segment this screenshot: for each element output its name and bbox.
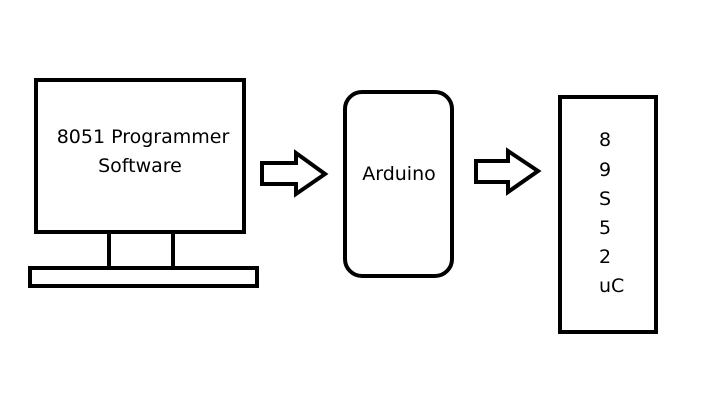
microcontroller: 8 9 S 5 2 uC [558, 95, 658, 334]
monitor-base [28, 266, 259, 288]
arduino-board: Arduino [343, 90, 454, 278]
microcontroller-label-line: S [599, 188, 611, 210]
arduino-label: Arduino [362, 163, 436, 185]
arrow-arduino-to-microcontroller [474, 147, 542, 196]
microcontroller-label-line: 8 [599, 129, 611, 151]
arduino-box [343, 90, 454, 278]
microcontroller-label-line: uC [599, 275, 624, 297]
computer-label-line1: 8051 Programmer [57, 126, 230, 148]
microcontroller-box [558, 95, 658, 334]
microcontroller-label-line: 9 [599, 159, 611, 181]
microcontroller-label-line: 2 [599, 246, 611, 268]
microcontroller-label-line: 5 [599, 217, 611, 239]
arrow-computer-to-arduino [260, 149, 329, 198]
monitor-stand [107, 230, 175, 270]
computer-label-line2: Software [98, 155, 182, 177]
computer: 8051 Programmer Software [28, 78, 259, 288]
